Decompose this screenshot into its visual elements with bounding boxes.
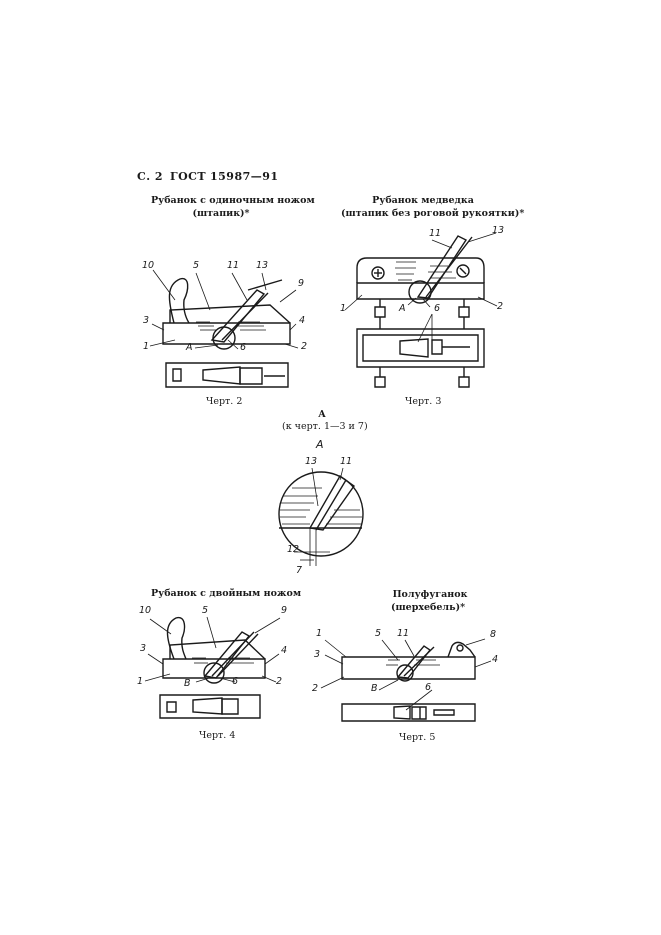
detailA-view-label: А <box>316 438 324 451</box>
fig4-label-B: В <box>184 678 191 689</box>
fig3-caption: Черт. 3 <box>405 396 442 407</box>
fig5-label-3: 3 <box>314 649 321 660</box>
fig2-label-3: 3 <box>143 315 150 326</box>
fig3-label-11: 11 <box>429 228 442 239</box>
fig4-horn-handle <box>168 618 187 659</box>
fig3-label-1: 1 <box>340 303 347 314</box>
fig2-title: Рубанок с одиночным ножом <box>151 195 315 206</box>
standard-number: 15987—91 <box>210 170 279 183</box>
fig4-plan-view <box>160 695 260 718</box>
fig2-label-5: 5 <box>193 260 200 271</box>
fig5-label-6: 6 <box>425 682 432 693</box>
fig5-label-2: 2 <box>312 683 319 694</box>
detailA-label-7: 7 <box>296 565 303 576</box>
detailA-subtitle: (к черт. 1—3 и 7) <box>282 421 368 432</box>
fig2-label-2: 2 <box>301 341 308 352</box>
fig5-label-4: 4 <box>492 654 499 665</box>
fig5-plane-body <box>342 657 475 679</box>
fig3-plane-body <box>357 283 484 299</box>
fig2-subtitle: (штапик)* <box>192 208 250 219</box>
fig5-plan-view <box>342 704 475 721</box>
fig3-label-13: 13 <box>492 225 505 236</box>
fig4-title: Рубанок с двойным ножом <box>151 588 302 599</box>
detailA-label-13: 13 <box>305 456 318 467</box>
fig3-label-2: 2 <box>497 301 504 312</box>
fig5-label-1: 1 <box>316 628 323 639</box>
detailA-title: А <box>318 409 326 420</box>
fig2-label-6: 6 <box>240 342 247 353</box>
fig4-label-9: 9 <box>281 605 288 616</box>
fig5-label-B: В <box>371 683 378 694</box>
fig2-plane-body <box>163 323 290 344</box>
fig2-horn-handle <box>169 279 189 323</box>
fig5-label-8: 8 <box>490 629 497 640</box>
fig4-label-3: 3 <box>140 643 147 654</box>
fig4-caption: Черт. 4 <box>199 730 236 741</box>
fig2-plan-view <box>166 363 288 387</box>
fig2-label-1: 1 <box>143 341 150 352</box>
fig3-label-A: А <box>399 303 406 314</box>
fig2-label-9: 9 <box>298 278 305 289</box>
fig4-label-2: 2 <box>276 676 283 687</box>
fig3-label-6: 6 <box>434 303 441 314</box>
fig2-label-A: А <box>186 342 193 353</box>
fig2-label-11: 11 <box>227 260 240 271</box>
detailA-label-12: 12 <box>287 544 300 555</box>
fig3-title: Рубанок медведка <box>372 195 474 206</box>
fig5-title: Полуфуганок <box>392 589 468 600</box>
fig4-label-4: 4 <box>281 645 288 656</box>
fig5-label-5: 5 <box>375 628 382 639</box>
fig5-caption: Черт. 5 <box>399 732 436 743</box>
fig5-label-11: 11 <box>397 628 410 639</box>
fig4-label-1: 1 <box>137 676 144 687</box>
fig4-label-10: 10 <box>139 605 152 616</box>
fig2-label-10: 10 <box>142 260 155 271</box>
fig5-subtitle: (шерхебель)* <box>390 602 466 613</box>
fig3-plan-view <box>357 329 484 367</box>
detailA-label-11: 11 <box>340 456 353 467</box>
page-number: С. 2 <box>137 170 164 183</box>
fig3-subtitle: (штапик без роговой рукоятки)* <box>341 208 525 219</box>
fig4-plane-body <box>163 659 265 678</box>
fig2-label-4: 4 <box>299 315 306 326</box>
fig2-label-13: 13 <box>256 260 269 271</box>
fig4-label-6: 6 <box>232 676 239 687</box>
fig2-caption: Черт. 2 <box>206 396 243 407</box>
standard-name: ГОСТ <box>170 170 207 183</box>
fig4-label-5: 5 <box>202 605 209 616</box>
